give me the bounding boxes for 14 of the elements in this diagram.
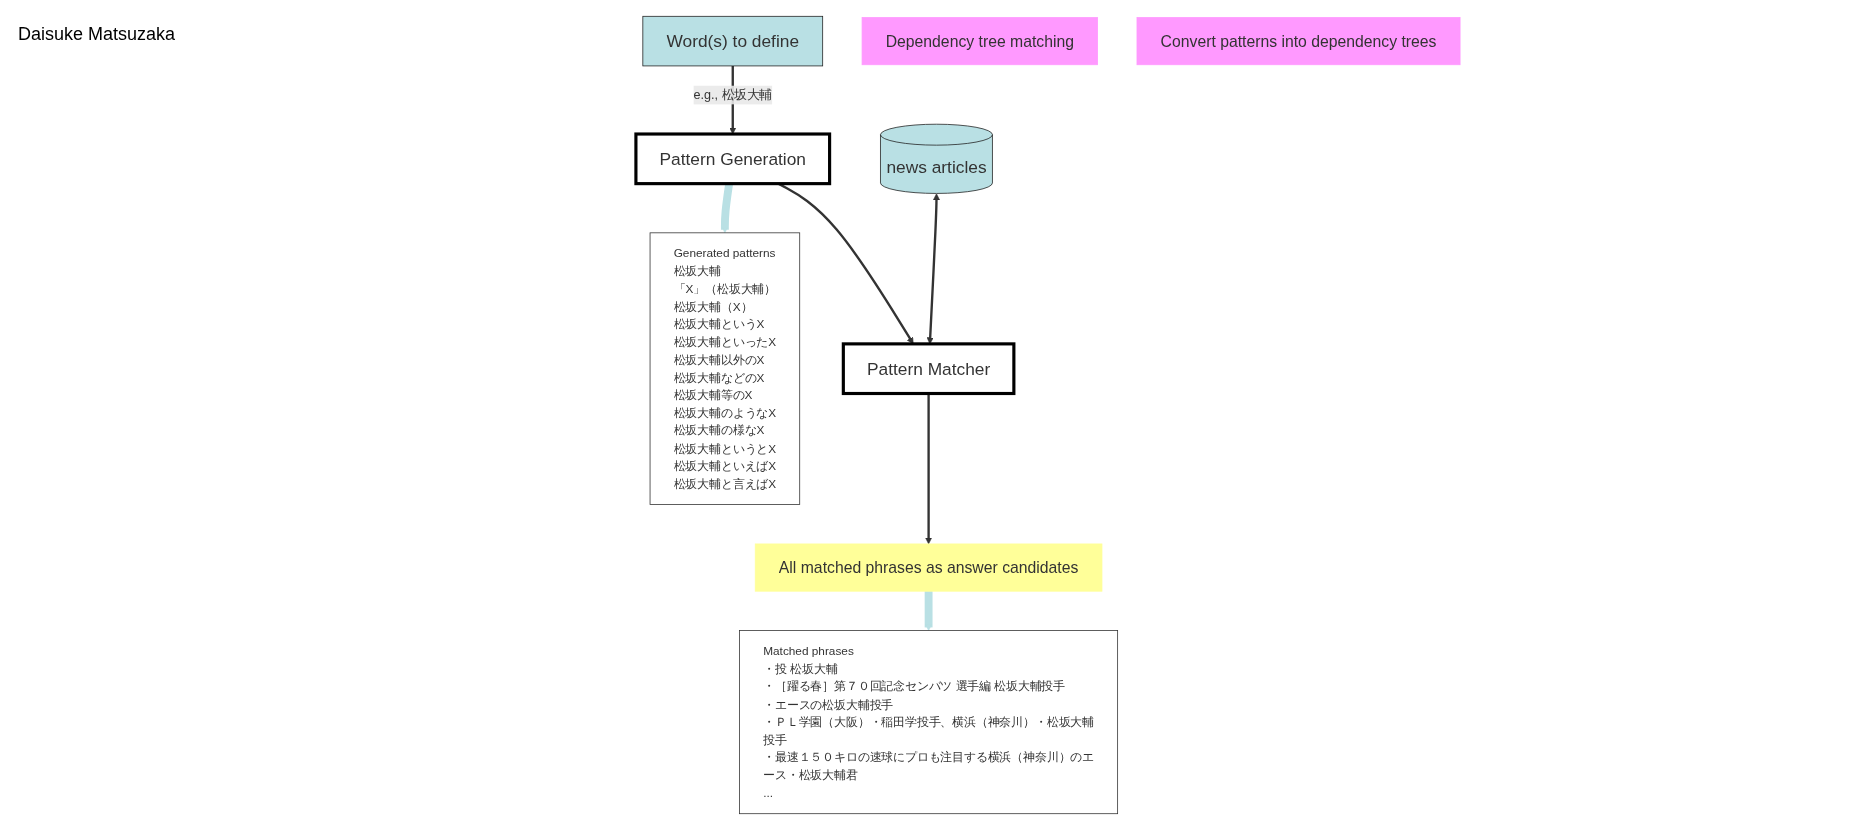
node-box: All matched phrases as answer candidates — [754, 543, 1103, 592]
node-box: Matched phrases ・投 松坂大輔 ・［躍る春］第７０回記念センバツ 選手編 松坂大輔投手 ・エースの松坂大輔投手 ・ＰＬ学園（大阪）・稲田学投手、横浜（神奈川）・松坂大輔投手 ・最速１５０キロの速球にプロも注目する横浜（神奈川）のエース・松坂大輔君 ... — [739, 629, 1119, 814]
arrow — [925, 393, 933, 544]
arrow — [926, 192, 940, 344]
arrow — [924, 590, 933, 631]
node-box: Dependency tree matching — [861, 16, 1098, 65]
edge-label: e.g., 松坂大輔 — [693, 87, 772, 101]
node-box: Pattern Generation — [634, 131, 832, 185]
arrow — [720, 182, 734, 233]
node-box: Generated patterns 松坂大輔 「X」（松坂大輔） 松坂大輔（X） 松坂大輔というX 松坂大輔といったX 松坂大輔以外のX 松坂大輔などのX 松坂大輔等のX 松坂大輔のようなX 松坂大輔の様なX 松坂大輔というとX 松坂大輔といえばX 松坂大輔と言えばX — [649, 231, 801, 505]
node-box: Word(s) to define — [642, 15, 824, 66]
note-text: Daisuke Matsuzaka — [18, 24, 177, 45]
node-box: Convert patterns into dependency trees — [1136, 16, 1461, 65]
node-box: Pattern Matcher — [841, 341, 1016, 395]
